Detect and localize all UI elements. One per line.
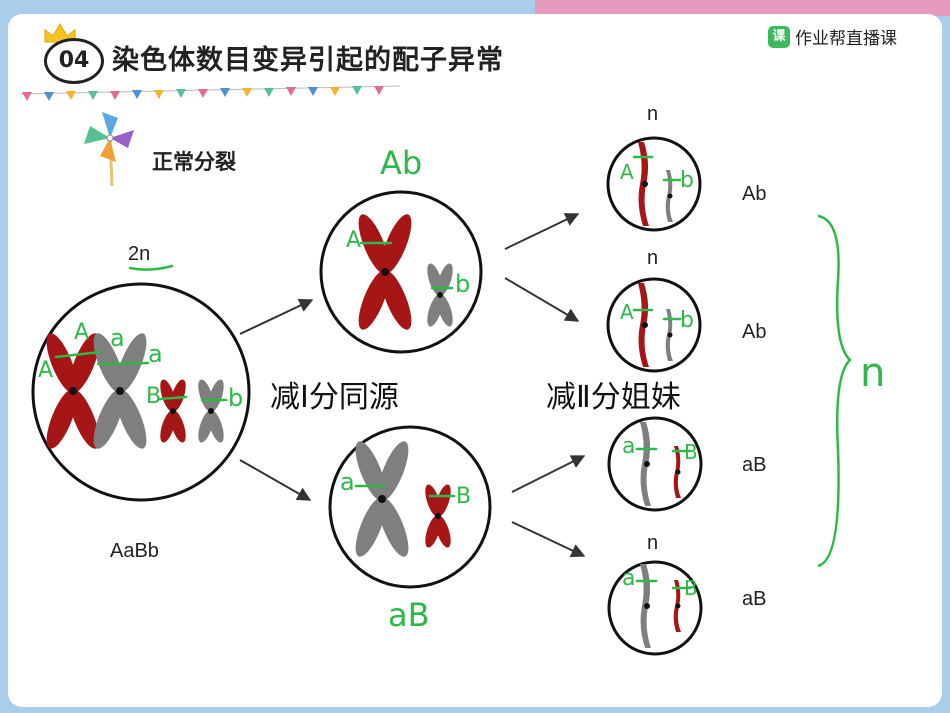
cell-bottom-annotation: aB <box>388 596 430 634</box>
brace-annotation: n <box>860 350 886 396</box>
parent-cell <box>31 282 251 502</box>
parent-ploidy-label: 2n <box>128 243 151 265</box>
allele-label: b <box>228 384 244 412</box>
gamete-2-ploidy: n <box>647 247 659 269</box>
allele-label: b <box>680 308 694 333</box>
gamete-cell-1 <box>606 136 702 232</box>
gamete-1-genotype: Ab <box>742 183 767 205</box>
section-subtitle: 正常分裂 <box>152 150 236 174</box>
page-title: 染色体数目变异引起的配子异常 <box>112 45 504 76</box>
allele-label: B <box>684 576 698 600</box>
allele-label: b <box>455 270 471 298</box>
top-pink-band <box>535 0 950 16</box>
allele-label: A <box>38 358 54 383</box>
allele-label: A <box>620 300 634 324</box>
allele-label: a <box>340 468 355 496</box>
allele-label: a <box>622 434 636 459</box>
meiosis1-cell-bottom <box>328 425 492 589</box>
gamete-4-genotype: aB <box>742 588 767 610</box>
gamete-cell-4 <box>607 560 703 656</box>
pinwheel-icon <box>84 112 134 187</box>
gamete-1-ploidy: n <box>647 103 659 125</box>
brand-icon: 课 <box>768 25 790 48</box>
allele-label: B <box>146 384 162 409</box>
section-number: 04 <box>44 38 104 84</box>
allele-label: B <box>684 440 698 464</box>
meiosis1-annotation: 减Ⅰ分同源 <box>270 380 399 415</box>
allele-label: B <box>456 484 472 509</box>
meiosis2-annotation: 减Ⅱ分姐妹 <box>546 380 681 415</box>
gamete-4-ploidy: n <box>647 532 659 554</box>
parent-genotype-label: AaBb <box>110 540 159 562</box>
allele-label: a <box>110 324 125 352</box>
gamete-cell-3 <box>607 416 703 512</box>
bunting-decoration <box>19 85 401 101</box>
cell-top-annotation: Ab <box>380 144 423 182</box>
allele-label: a <box>148 340 163 368</box>
gamete-2-genotype: Ab <box>742 321 767 343</box>
brace-icon <box>817 214 852 568</box>
brand-logo: 课 作业帮直播课 <box>768 24 897 49</box>
gamete-cell-2 <box>606 277 702 373</box>
brand-name: 作业帮直播课 <box>795 29 897 49</box>
gamete-3-genotype: aB <box>742 454 767 476</box>
allele-label: b <box>680 168 694 193</box>
handwritten-marks <box>54 155 692 590</box>
allele-label: A <box>74 320 90 345</box>
allele-label: A <box>620 160 634 184</box>
allele-label: a <box>622 566 636 591</box>
allele-label: A <box>346 228 362 253</box>
arrow-icon <box>239 213 586 557</box>
meiosis1-cell-top <box>319 190 483 354</box>
